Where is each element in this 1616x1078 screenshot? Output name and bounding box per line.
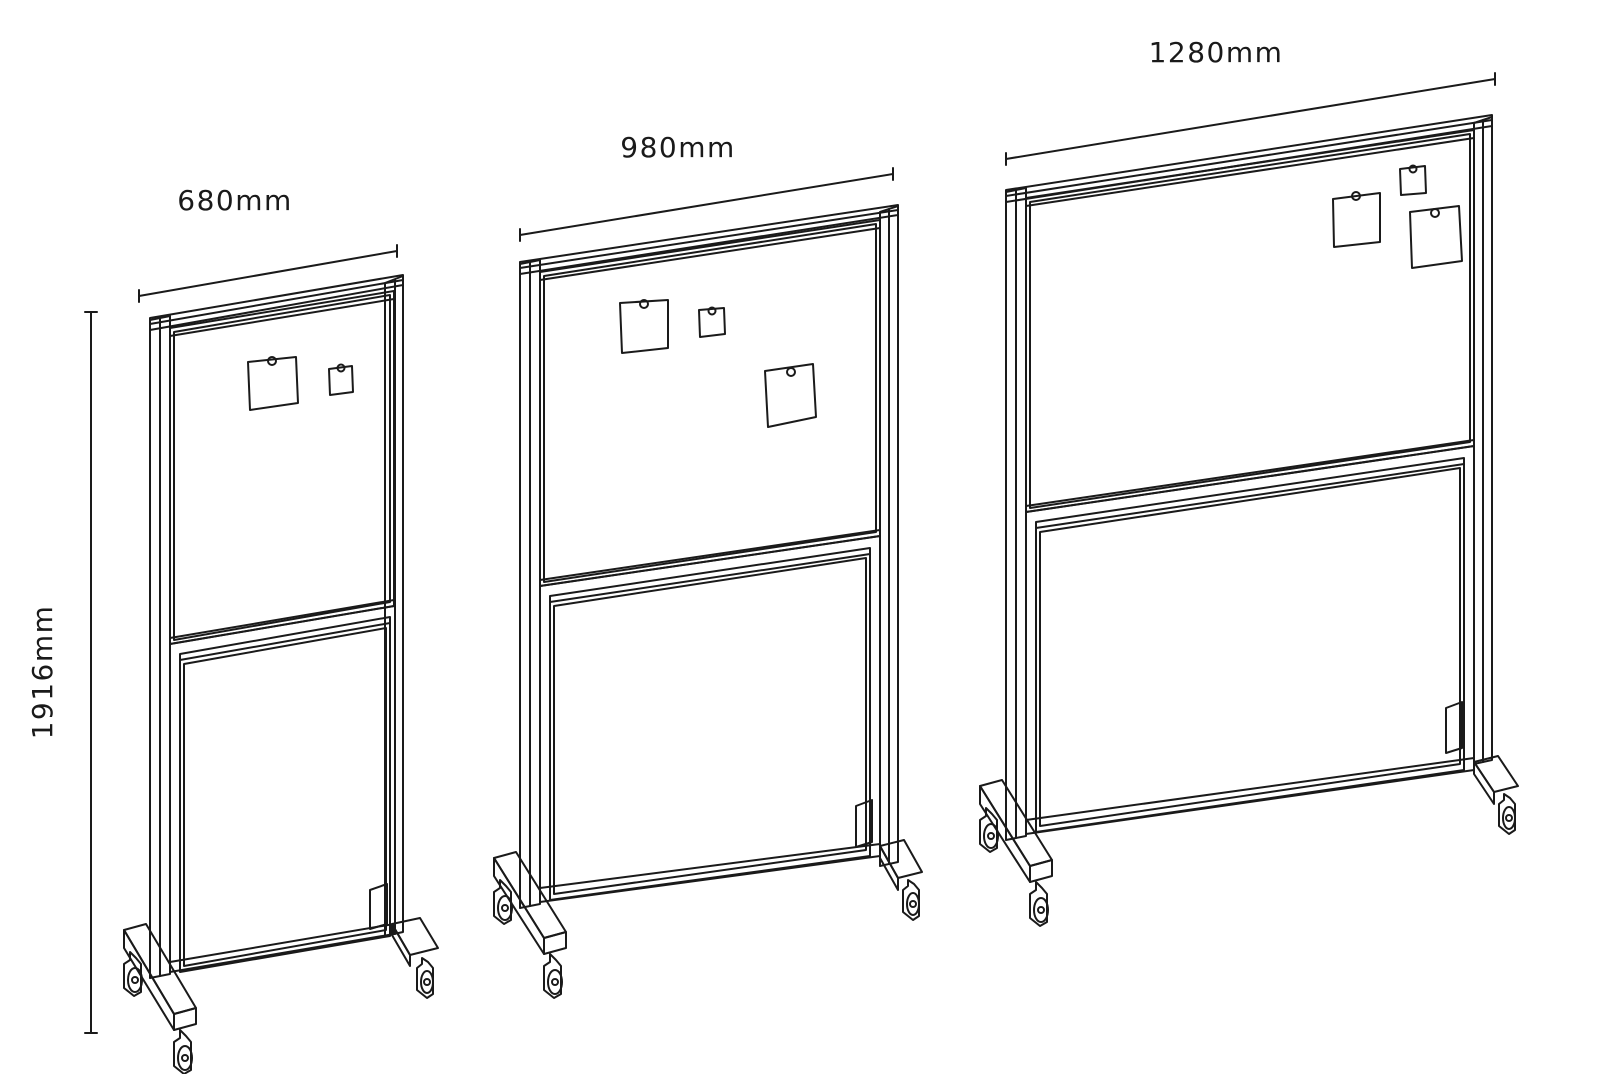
width-label-medium: 980mm	[620, 131, 736, 164]
caster-wheel-front	[543, 953, 563, 999]
magnetic-panel	[169, 290, 395, 645]
lower-panel	[179, 616, 391, 973]
front-foot	[123, 923, 197, 1031]
height-dimension: 1916mm	[26, 311, 98, 1034]
width-dimension-line-medium	[519, 173, 894, 236]
caster-wheel-front	[1029, 881, 1049, 927]
width-dimension-line-large	[1005, 78, 1496, 160]
magnet-note	[247, 356, 299, 411]
whiteboard-980	[493, 204, 923, 999]
magnetic-panel	[539, 219, 881, 587]
width-dimension-line-small	[138, 250, 398, 297]
caster-wheel-back-right	[416, 957, 434, 999]
front-post	[519, 259, 541, 909]
magnet-note	[764, 363, 817, 428]
caster-wheel-front-left	[979, 807, 999, 853]
back-post	[879, 205, 899, 867]
lower-panel	[549, 547, 871, 901]
magnet-note	[1409, 205, 1463, 269]
top-rail	[519, 204, 899, 275]
lower-panel	[1035, 457, 1465, 833]
caster-wheel-front	[173, 1029, 193, 1075]
front-foot	[979, 779, 1053, 883]
caster-wheel-front-left	[493, 879, 513, 925]
caster-wheel-front-left	[123, 951, 143, 997]
magnet-note	[698, 306, 726, 338]
magnet-note	[619, 299, 669, 354]
caster-wheel-back-right	[1498, 793, 1516, 835]
magnetic-panel	[1025, 129, 1475, 513]
caster-wheel-back-right	[902, 879, 920, 921]
magnet-note	[1399, 164, 1427, 196]
whiteboard-680	[123, 274, 439, 1075]
width-label-small: 680mm	[177, 184, 293, 217]
width-label-large: 1280mm	[1149, 36, 1284, 69]
top-rail	[149, 274, 404, 331]
height-label: 1916mm	[26, 605, 59, 740]
width-dimension-medium: 980mm	[519, 131, 894, 242]
magnet-note	[1332, 191, 1381, 248]
whiteboard-1280	[979, 114, 1519, 927]
front-post	[149, 315, 171, 979]
front-foot	[493, 851, 567, 955]
back-post	[1473, 116, 1493, 765]
top-rail	[1005, 114, 1493, 203]
width-dimension-large: 1280mm	[1005, 36, 1496, 166]
width-dimension-small: 680mm	[138, 184, 398, 303]
front-post	[1005, 187, 1027, 841]
magnet-note	[328, 363, 354, 396]
